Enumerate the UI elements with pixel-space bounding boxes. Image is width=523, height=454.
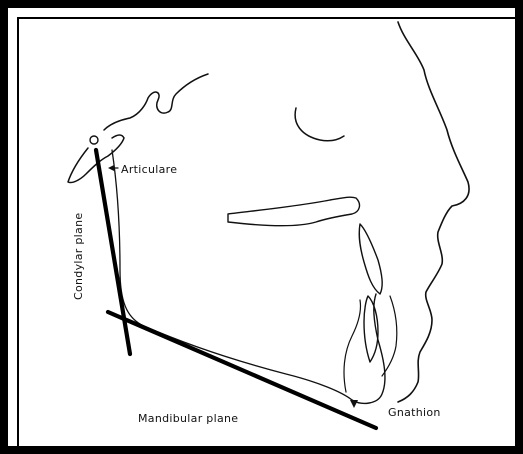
symphysis-outline — [352, 294, 385, 403]
gnathion-marker — [350, 400, 358, 408]
condylion-point — [90, 136, 98, 144]
palatal-outline — [228, 197, 359, 226]
upper-incisor-outline — [359, 224, 382, 294]
gnathion-label: Gnathion — [388, 406, 441, 419]
condylar-plane-line — [96, 150, 130, 354]
articulare-label: Articulare — [121, 163, 177, 176]
face-profile-outline — [398, 22, 469, 402]
orbit-outline — [295, 108, 344, 141]
symphysis-inner-outline — [344, 300, 361, 392]
ramus-outline — [112, 150, 144, 326]
cranial-base-outline — [104, 74, 208, 130]
mandibular-plane-label: Mandibular plane — [138, 412, 238, 425]
mandibular-plane-line — [108, 312, 376, 428]
condylar-plane-label: Condylar plane — [72, 213, 85, 300]
mandible-lower-border — [144, 326, 352, 400]
articulare-arrowhead — [108, 165, 114, 171]
